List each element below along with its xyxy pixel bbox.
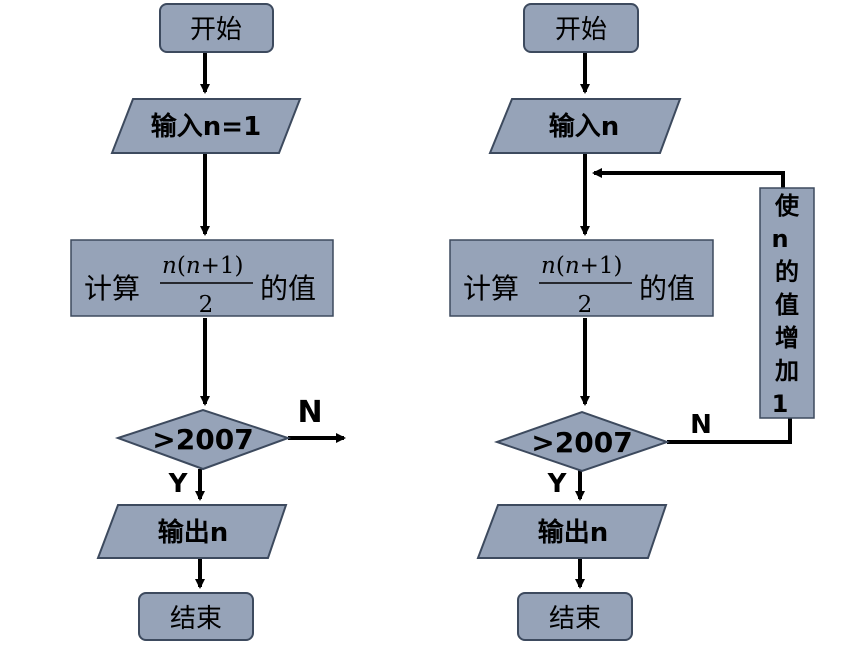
- right-increment-char-6: 1: [772, 390, 789, 418]
- right-end-terminal: [517, 592, 633, 641]
- right-process-prefix: 计算: [463, 272, 519, 305]
- right-yes-label: Y: [547, 469, 568, 499]
- right-increment-char-5: 加: [775, 357, 799, 385]
- right-increment-char-3: 值: [775, 291, 799, 319]
- left-end-terminal: [138, 592, 254, 641]
- right-process-suffix: 的值: [639, 272, 695, 305]
- left-start-terminal: [159, 3, 274, 53]
- right-output-parallelogram: [476, 504, 668, 559]
- right-formula-denominator: 2: [578, 292, 593, 318]
- left-decision-label: >2007: [152, 423, 253, 456]
- left-decision-diamond: [114, 408, 292, 471]
- left-yes-label: Y: [168, 469, 189, 499]
- right-loop-return-path: [592, 168, 785, 188]
- right-process-box: [449, 239, 714, 317]
- right-start-label: 开始: [555, 15, 607, 45]
- right-decision-diamond: [493, 410, 671, 473]
- right-loop-no-path: [667, 418, 792, 444]
- left-process-suffix: 的值: [260, 272, 316, 305]
- right-increment-char-2: 的: [775, 258, 799, 286]
- right-increment-char-1: n: [771, 225, 788, 253]
- left-end-label: 结束: [170, 604, 222, 634]
- right-increment-char-0: 使: [774, 192, 800, 220]
- right-decision-label: >2007: [531, 426, 632, 459]
- left-start-label: 开始: [190, 15, 242, 45]
- right-no-label: N: [690, 410, 712, 440]
- right-input-parallelogram: [488, 98, 682, 154]
- left-formula-numerator: n(n+1): [162, 253, 244, 279]
- right-input-label: 输入n: [549, 111, 620, 142]
- flowchart-right: 开始 输入n 计算 n(n+1) 2 的值 使 n 的 值 增 加 1 >200…: [449, 3, 815, 641]
- flowchart-left: 开始 输入n=1 计算 n(n+1) 2 的值 >2007 N Y 输出n 结束: [70, 3, 346, 641]
- right-end-label: 结束: [549, 604, 601, 634]
- right-start-terminal: [523, 3, 639, 53]
- left-process-box: [70, 239, 334, 317]
- right-formula-numerator: n(n+1): [541, 253, 623, 279]
- right-output-label: 输出n: [538, 517, 609, 548]
- right-increment-box: [759, 187, 815, 419]
- left-no-label: N: [297, 395, 322, 430]
- left-output-label: 输出n: [158, 517, 229, 548]
- right-increment-char-4: 增: [775, 324, 799, 352]
- left-input-parallelogram: [110, 98, 302, 154]
- left-input-label: 输入n=1: [151, 111, 261, 142]
- left-formula-denominator: 2: [199, 292, 214, 318]
- left-process-prefix: 计算: [84, 272, 140, 305]
- left-output-parallelogram: [96, 504, 288, 559]
